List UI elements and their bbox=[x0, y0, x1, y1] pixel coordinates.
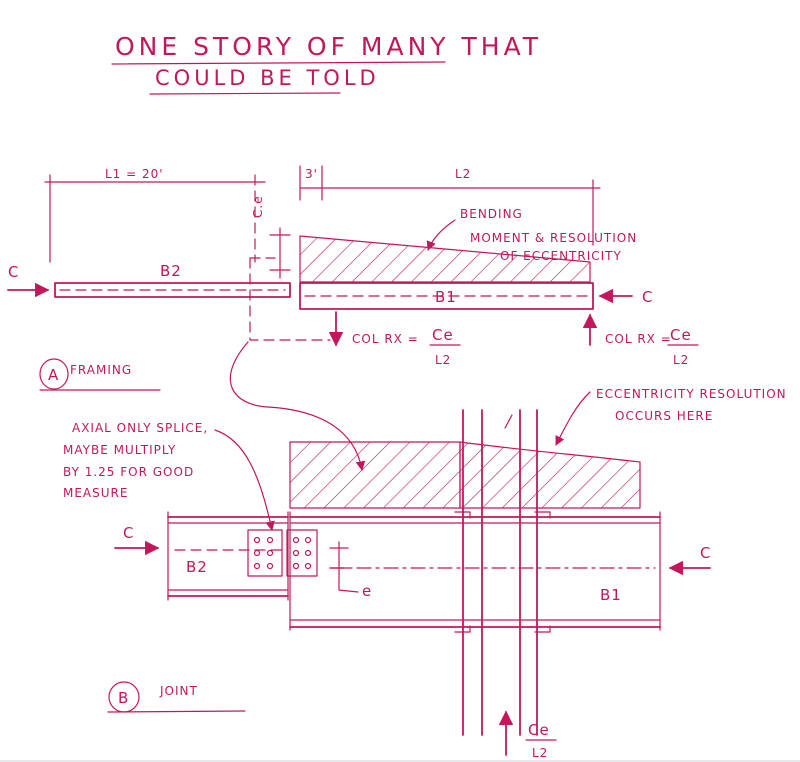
beam-b1 bbox=[299, 282, 594, 310]
ecc-note-1: ECCENTRICITY RESOLUTION bbox=[596, 387, 787, 401]
title-line-2: COULD BE TOLD bbox=[155, 66, 380, 90]
joint-rx-num: Ce bbox=[528, 721, 550, 739]
section-a-marker bbox=[39, 358, 69, 390]
col-rx-left-label: COL RX = bbox=[352, 332, 419, 346]
section-a-letter: A bbox=[48, 366, 59, 384]
ecc-dim-label: C.e bbox=[251, 195, 265, 218]
framing-force-right-label: C bbox=[642, 288, 653, 306]
framing-force-left-label: C bbox=[8, 263, 19, 281]
col-rx-left-num: Ce bbox=[432, 326, 454, 344]
splice-note-1: AXIAL ONLY SPLICE, bbox=[72, 421, 208, 435]
dim-l2-label: L2 bbox=[455, 167, 471, 181]
bending-note-1: BENDING bbox=[460, 207, 523, 221]
beam-b2-label: B2 bbox=[160, 262, 182, 280]
bending-note-2: MOMENT & RESOLUTION bbox=[470, 231, 637, 245]
col-rx-left-den: L2 bbox=[435, 353, 451, 367]
title-underline-2 bbox=[149, 92, 341, 95]
joint-ecc-leader bbox=[338, 541, 359, 593]
col-rx-right-num: Ce bbox=[670, 326, 692, 344]
splice-note-leader bbox=[214, 429, 275, 531]
joint-rx-den: L2 bbox=[532, 746, 548, 760]
joint-ecc-label: e bbox=[362, 582, 372, 600]
joint-moment-left bbox=[289, 441, 461, 509]
joint-b2-label: B2 bbox=[186, 558, 208, 576]
col-rx-right-label: COL RX = bbox=[605, 332, 672, 346]
column-stiffener-right bbox=[534, 511, 551, 633]
joint-moment-right bbox=[459, 441, 641, 509]
splice-note-3: BY 1.25 FOR GOOD bbox=[63, 465, 194, 479]
section-b-label: JOINT bbox=[159, 684, 198, 698]
section-a-label: FRAMING bbox=[70, 363, 132, 377]
bending-moment-diagram bbox=[299, 235, 591, 283]
framing-diagram: L1 = 20' 3' L2 C.e BENDING MOMENT & RESO… bbox=[7, 165, 699, 471]
splice-note-2: MAYBE MULTIPLY bbox=[63, 443, 176, 457]
bottom-edge bbox=[0, 760, 800, 762]
title-line-1: ONE STORY OF MANY THAT bbox=[115, 32, 542, 61]
joint-force-left-label: C bbox=[123, 524, 134, 542]
beam-b1-label: B1 bbox=[435, 288, 457, 306]
splice-bolts bbox=[253, 536, 312, 570]
splice-dashed-outline bbox=[249, 257, 331, 341]
splice-note-4: MEASURE bbox=[63, 486, 128, 500]
col-rx-right-den: L2 bbox=[673, 353, 689, 367]
dim-3ft-label: 3' bbox=[305, 167, 318, 181]
title-underline-1 bbox=[111, 61, 446, 65]
joint-diagram: AXIAL ONLY SPLICE, MAYBE MULTIPLY BY 1.2… bbox=[63, 387, 787, 760]
column-stiffener-left bbox=[454, 511, 471, 633]
column-top-break bbox=[504, 414, 513, 429]
detail-callout-leader bbox=[229, 341, 366, 471]
bending-leader bbox=[426, 219, 456, 251]
section-b-underline bbox=[107, 710, 246, 713]
splice-plate-right bbox=[286, 529, 318, 577]
splice-plate-left bbox=[247, 529, 283, 577]
joint-force-right-label: C bbox=[700, 544, 711, 562]
dim-l1-label: L1 = 20' bbox=[105, 167, 164, 181]
bending-note-3: OF ECCENTRICITY bbox=[500, 249, 622, 263]
joint-b1-label: B1 bbox=[600, 586, 622, 604]
title-block: ONE STORY OF MANY THAT COULD BE TOLD bbox=[111, 32, 542, 95]
ecc-note-leader bbox=[555, 391, 591, 446]
ecc-note-2: OCCURS HERE bbox=[615, 409, 713, 423]
section-b-letter: B bbox=[118, 689, 129, 707]
beam-b2 bbox=[54, 282, 291, 298]
